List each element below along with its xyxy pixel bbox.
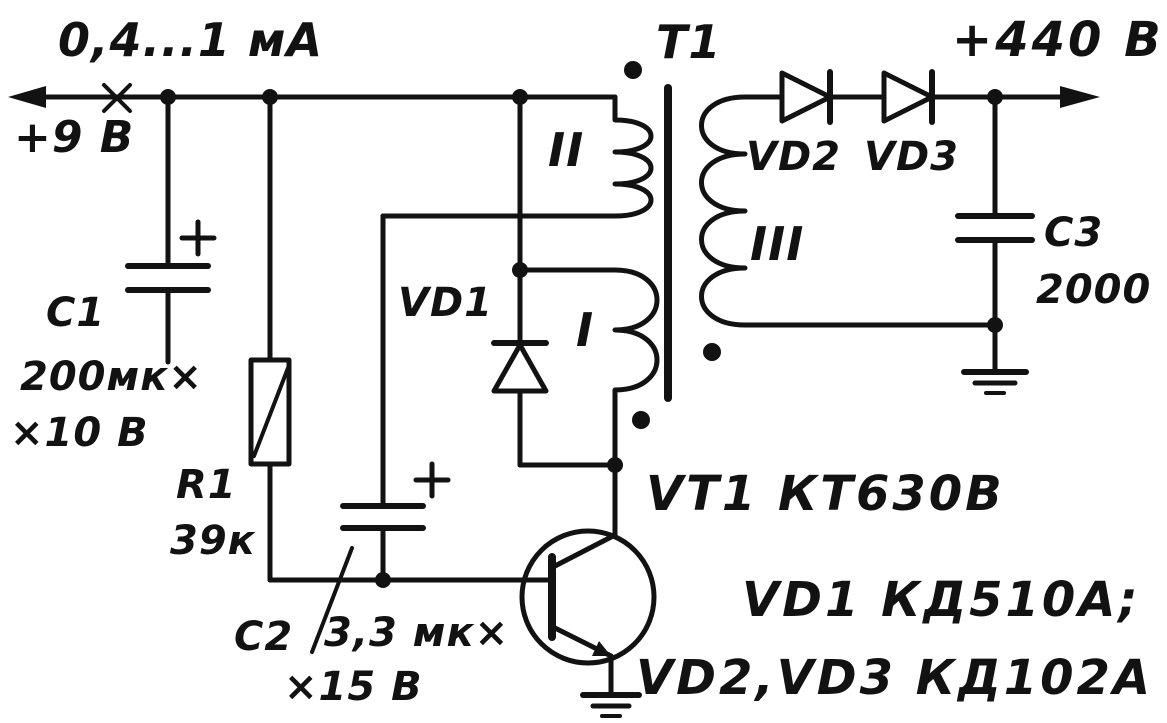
capacitor-c2 bbox=[310, 213, 618, 654]
vt1-body-circle bbox=[519, 528, 657, 666]
phase-dot-winding-ii bbox=[624, 61, 642, 79]
phase-dot-winding-i bbox=[632, 411, 650, 429]
transistor-vt1 bbox=[519, 462, 657, 718]
vd2-triangle bbox=[779, 70, 833, 124]
phase-dot-winding-iii bbox=[703, 343, 721, 361]
c3-value-label: 2000 bbox=[1036, 267, 1151, 313]
r1-slash bbox=[252, 366, 290, 458]
c3-ref-label: С3 bbox=[1044, 210, 1103, 256]
output-voltage-label: +440 В bbox=[952, 12, 1164, 68]
winding-ii-coil bbox=[612, 94, 654, 219]
c1-value-line2: ×10 В bbox=[10, 410, 149, 456]
transformer-t1 bbox=[517, 61, 748, 473]
c1-ref-label: С1 bbox=[46, 290, 105, 336]
vt1-collector-inner bbox=[550, 532, 618, 570]
parts-list-diode1: VD1 КД510А; bbox=[742, 572, 1141, 628]
r1-ref-label: R1 bbox=[176, 462, 237, 508]
capacitor-c3 bbox=[742, 94, 1035, 395]
input-voltage-label: +9 В bbox=[14, 112, 134, 163]
parts-list-diodes23: VD2,VD3 КД102А bbox=[636, 650, 1153, 706]
supply-rail bbox=[8, 83, 618, 113]
vd3-triangle bbox=[881, 70, 935, 124]
current-range-label: 0,4...1 мА bbox=[58, 13, 323, 67]
winding-i-coil bbox=[517, 267, 660, 468]
capacitor-c1 bbox=[125, 94, 217, 365]
vd3-ref-label: VD3 bbox=[864, 134, 959, 180]
winding-ii-label: II bbox=[548, 123, 584, 177]
r1-value-label: 39к bbox=[170, 518, 256, 564]
c2-label-leader bbox=[310, 546, 354, 654]
resistor-r1 bbox=[248, 94, 292, 583]
winding-i-label: I bbox=[576, 303, 594, 357]
c1-value-line1: 200мк× bbox=[20, 354, 203, 400]
vd2-ref-label: VD2 bbox=[746, 134, 841, 180]
left-arrow-icon bbox=[8, 86, 46, 108]
parts-list-transistor: VT1 КТ630В bbox=[646, 466, 1005, 522]
vt1-emitter-arrow-icon bbox=[592, 641, 611, 656]
c2-value-line1: 3,3 мк× bbox=[324, 610, 509, 656]
winding-iii-coil bbox=[699, 94, 748, 328]
break-cross-mark bbox=[102, 83, 132, 113]
transformer-ref-label: Т1 bbox=[656, 15, 721, 69]
right-arrow-icon bbox=[1060, 86, 1100, 108]
c2-value-line2: ×15 В bbox=[284, 664, 423, 710]
rectifier-output bbox=[742, 69, 1100, 125]
c2-ref-label: С2 bbox=[234, 614, 293, 660]
vd1-ref-label: VD1 bbox=[398, 280, 493, 326]
winding-iii-label: III bbox=[750, 217, 804, 271]
base-wire bbox=[267, 572, 555, 588]
vd1-triangle bbox=[491, 342, 549, 394]
